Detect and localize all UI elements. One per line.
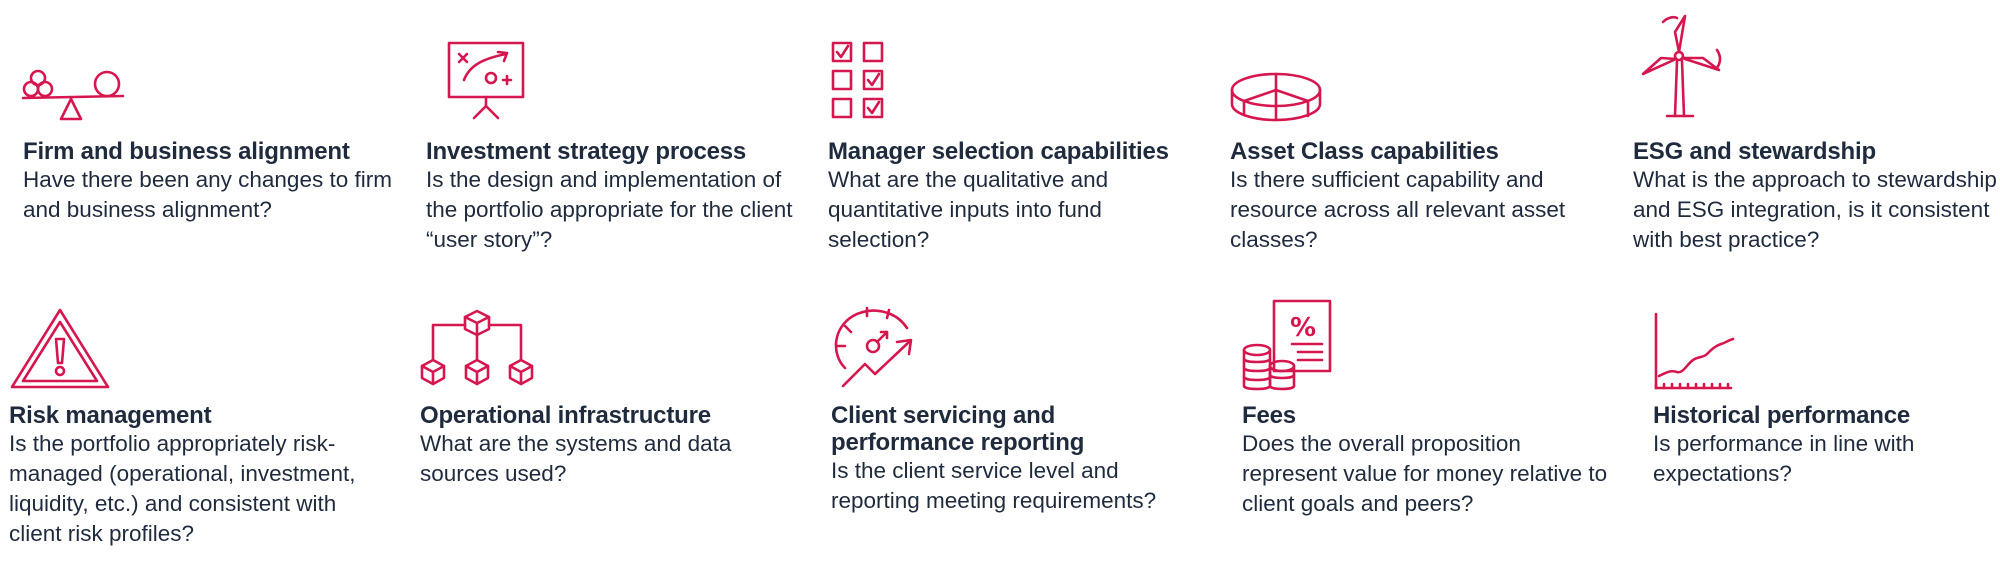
checkbox-grid-icon <box>830 40 890 122</box>
card-title: Asset Class capabilities <box>1230 138 1499 165</box>
card-title: Firm and business alignment <box>23 138 350 165</box>
card-title: Client servicing and performance reporti… <box>831 402 1085 456</box>
card-description: Have there been any changes to firm and … <box>23 167 392 222</box>
card-description: Does the overall proposition represent v… <box>1242 431 1608 516</box>
card-title: Operational infrastructure <box>420 402 711 429</box>
card-description: Is performance in line with expectations… <box>1653 431 1915 486</box>
card-description: What are the qualitative and quantitativ… <box>828 167 1109 252</box>
svg-text:%: % <box>1290 313 1316 343</box>
card-title: Investment strategy process <box>426 138 747 165</box>
card-description: Is the design and implementation of the … <box>426 167 793 252</box>
fees-coins-icon: % <box>1242 298 1334 392</box>
card-title: Fees <box>1242 402 1296 429</box>
card-description: What are the systems and data sources us… <box>420 431 732 486</box>
card-description: What is the approach to stewardship and … <box>1633 167 1997 252</box>
card-description: Is the client service level and reportin… <box>831 458 1157 513</box>
card-title: ESG and stewardship <box>1633 138 1876 165</box>
card-title: Manager selection capabilities <box>828 138 1169 165</box>
pie-chart-icon <box>1230 70 1326 122</box>
gauge-arrow-icon <box>831 306 927 392</box>
line-graph-icon <box>1653 312 1735 392</box>
network-cubes-icon <box>420 308 538 390</box>
card-description: Is the portfolio appropriately risk-mana… <box>9 431 356 546</box>
balance-scale-icon <box>21 66 128 122</box>
card-description: Is there sufficient capability and resou… <box>1230 167 1566 252</box>
strategy-board-icon <box>446 40 528 120</box>
warning-triangle-icon <box>9 307 111 391</box>
wind-turbine-icon <box>1633 12 1729 122</box>
card-title: Historical performance <box>1653 402 1911 429</box>
card-title: Risk management <box>9 402 212 429</box>
